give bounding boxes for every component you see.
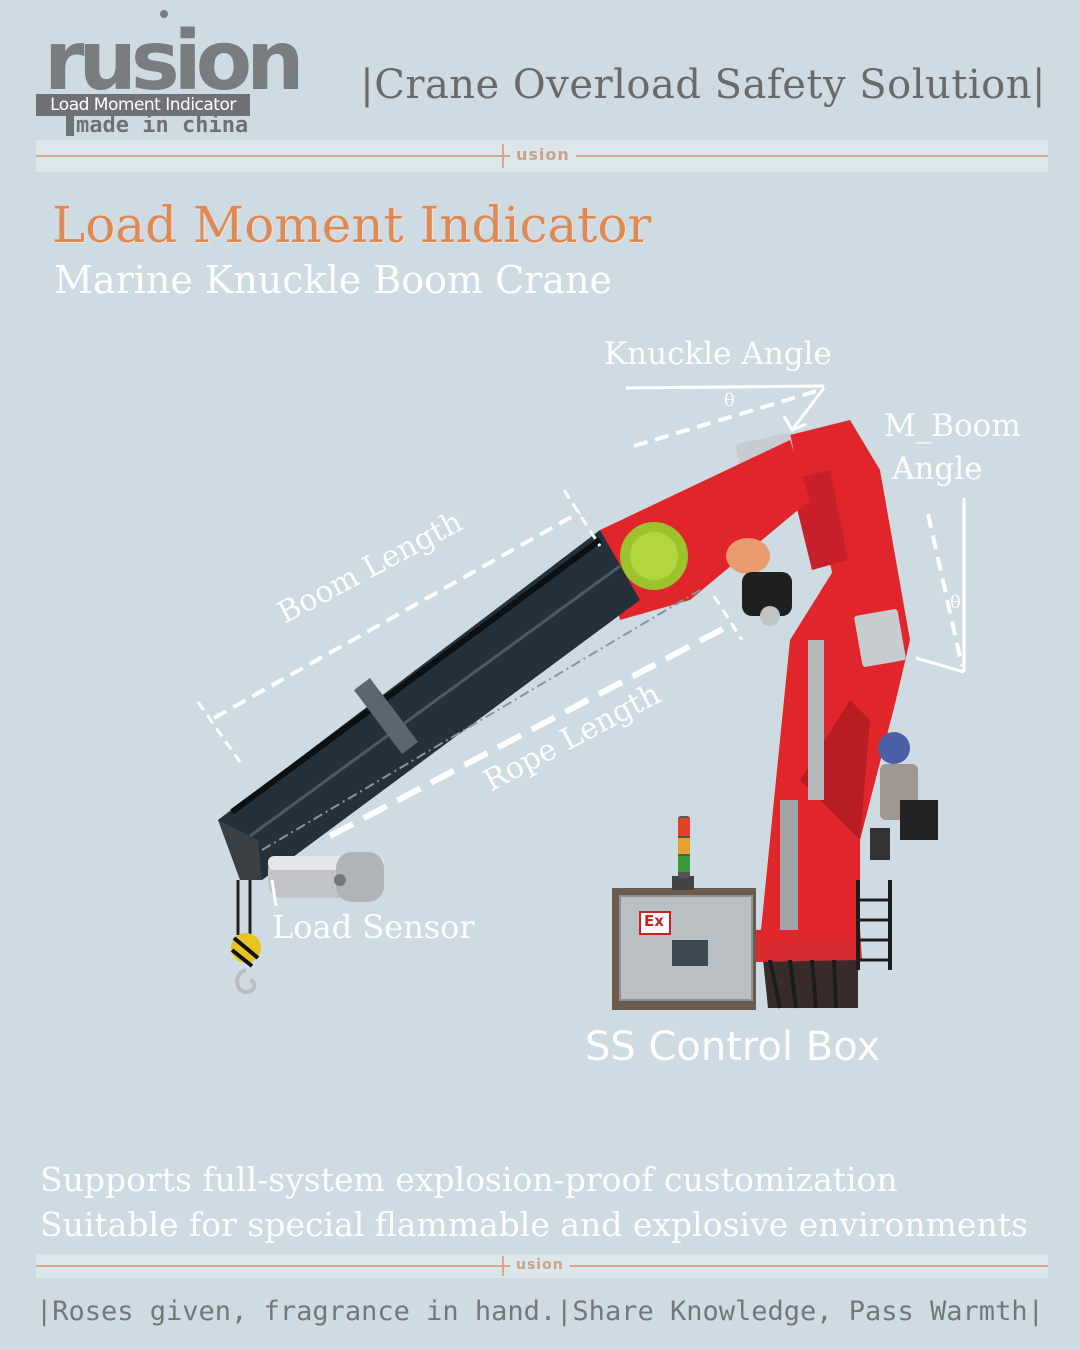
- control-box-ex-badge: Ex: [644, 912, 664, 930]
- divider-bottom-word: usion: [510, 1254, 570, 1276]
- page-subtitle: Marine Knuckle Boom Crane: [54, 258, 612, 302]
- divider-top: usion: [36, 140, 1048, 172]
- logo-bar: [66, 116, 74, 136]
- length-sensor-reel: [620, 522, 688, 590]
- divider-top-word: usion: [510, 144, 576, 166]
- logo-dot: [160, 10, 168, 18]
- crane-hook: [230, 880, 261, 995]
- rope-line: [261, 589, 701, 851]
- theta-symbol-knuckle: θ: [724, 390, 735, 411]
- feature-explosion-proof: Supports full-system explosion-proof cus…: [40, 1160, 898, 1199]
- label-load-sensor: Load Sensor: [272, 908, 475, 946]
- label-m-boom-angle: Angle: [892, 451, 983, 487]
- brand-logo: rusion Load Moment Indicator made in chi…: [36, 8, 304, 140]
- feature-flammable-environments: Suitable for special flammable and explo…: [40, 1205, 1028, 1244]
- logo-tagline: made in china: [76, 113, 249, 138]
- crane-knuckle-arm: [735, 420, 910, 667]
- footer-slogan: |Roses given, fragrance in hand.|Share K…: [36, 1296, 1044, 1327]
- label-ss-control-box: SS Control Box: [585, 1024, 881, 1070]
- header-title: |Crane Overload Safety Solution|: [360, 62, 1046, 108]
- logo-band: Load Moment Indicator: [36, 94, 250, 116]
- angle-encoder: [726, 538, 792, 626]
- page-title: Load Moment Indicator: [52, 196, 652, 254]
- theta-symbol-boom: θ: [950, 592, 961, 613]
- logo-wordmark: rusion: [44, 14, 304, 109]
- divider-bottom: usion: [36, 1254, 1048, 1278]
- ss-control-box: [612, 816, 756, 1010]
- label-knuckle-angle: Knuckle Angle: [604, 336, 832, 372]
- crane-operator: [856, 732, 938, 970]
- label-m-boom: M_Boom: [884, 408, 1021, 444]
- measurement-lines: [196, 384, 966, 907]
- load-sensor-pin: [268, 852, 384, 902]
- crane-boom: [218, 440, 810, 880]
